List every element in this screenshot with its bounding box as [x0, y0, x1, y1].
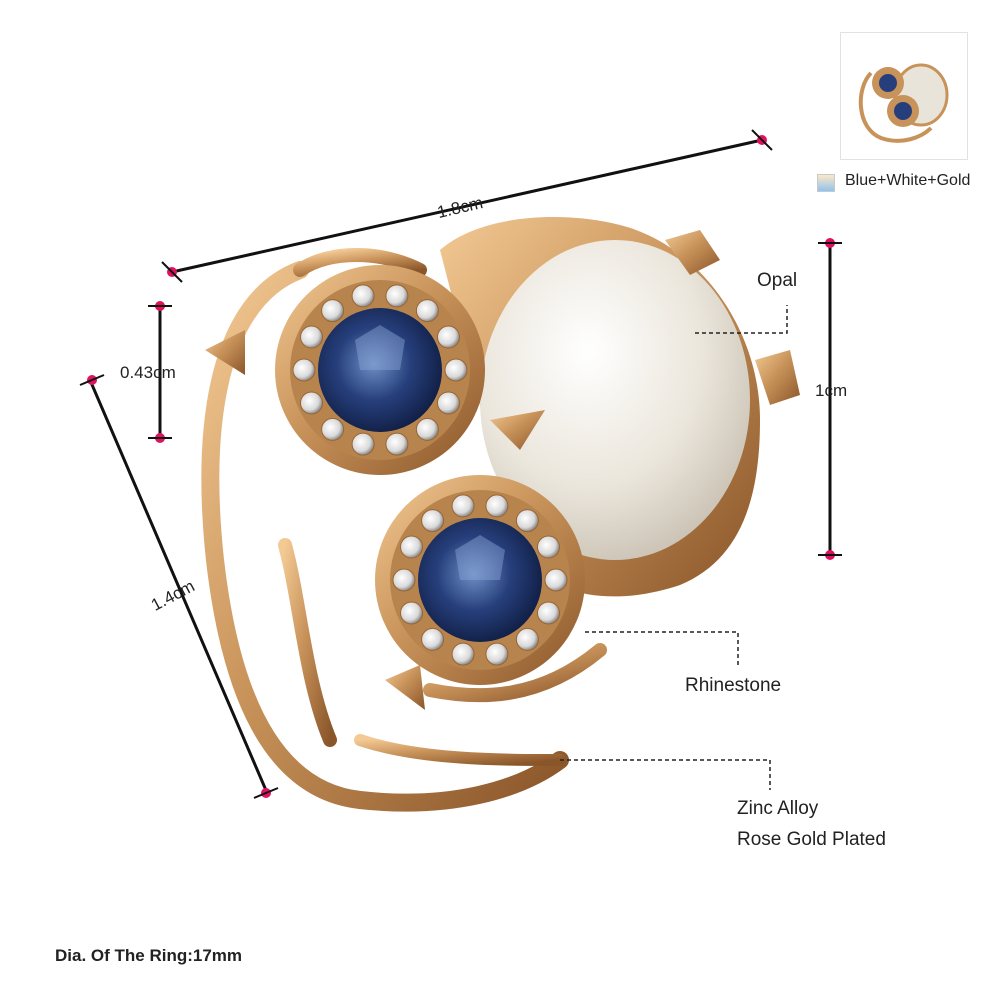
dimension-ticks [79, 129, 842, 799]
owl-ear [665, 230, 720, 275]
rhinestone [385, 284, 409, 308]
rhinestone [400, 601, 424, 625]
rhinestone [415, 299, 439, 323]
opal-label: Opal [757, 270, 798, 291]
dim-height-line [88, 379, 270, 796]
rhinestone [536, 535, 560, 559]
rhinestone [544, 568, 568, 592]
rhinestone [436, 391, 460, 415]
opal-leader [695, 305, 788, 334]
upper-eye [275, 265, 485, 475]
variant-name: Blue+White+Gold [845, 172, 971, 189]
rhinestone-label: Rhinestone [685, 675, 782, 696]
opal-stone [480, 240, 750, 560]
dim-eye-label: 0.43cm [120, 363, 176, 382]
owl-foot [755, 350, 800, 405]
callout-leaders [560, 305, 788, 790]
rhinestone [421, 509, 445, 533]
rhinestone-ring [392, 494, 568, 666]
ring-thumbnail-icon [858, 63, 949, 143]
rhinestone [300, 325, 324, 349]
rhinestone [421, 627, 445, 651]
alloy-label: Zinc Alloy [737, 798, 819, 819]
rhinestone [415, 417, 439, 441]
rhinestone [392, 568, 416, 592]
rhinestone [292, 358, 316, 382]
ring-band [201, 248, 607, 812]
alloy-leader [560, 759, 771, 790]
plating-label: Rose Gold Plated [737, 829, 886, 850]
owl-ear-bottom [385, 665, 425, 710]
dimension-lines [88, 138, 832, 796]
rhinestone [351, 432, 375, 456]
sapphire-stone [418, 518, 542, 642]
color-swatch[interactable] [817, 174, 835, 192]
dim-opal-label: 1cm [815, 381, 848, 400]
rhinestone [321, 417, 345, 441]
rhinestone [515, 627, 539, 651]
variant-thumbnail[interactable] [840, 32, 968, 160]
rhinestone-ring [292, 284, 468, 456]
ring-diameter-note: Dia. Of The Ring:17mm [55, 946, 243, 965]
rhinestone [485, 642, 509, 666]
rhinestone [451, 494, 475, 518]
rhinestone [300, 391, 324, 415]
rhinestone [385, 432, 409, 456]
rhinestone-leader [585, 631, 739, 665]
rhinestone [451, 642, 475, 666]
rhinestone [436, 325, 460, 349]
owl-ear-left [205, 330, 245, 375]
rhinestone [400, 535, 424, 559]
dim-width-line [171, 138, 763, 274]
rhinestone [321, 299, 345, 323]
lower-eye [375, 475, 585, 685]
rhinestone [351, 284, 375, 308]
sapphire-stone [318, 308, 442, 432]
rhinestone [444, 358, 468, 382]
rhinestone [515, 509, 539, 533]
rhinestone [485, 494, 509, 518]
owl-beak [490, 410, 545, 450]
rhinestone [536, 601, 560, 625]
